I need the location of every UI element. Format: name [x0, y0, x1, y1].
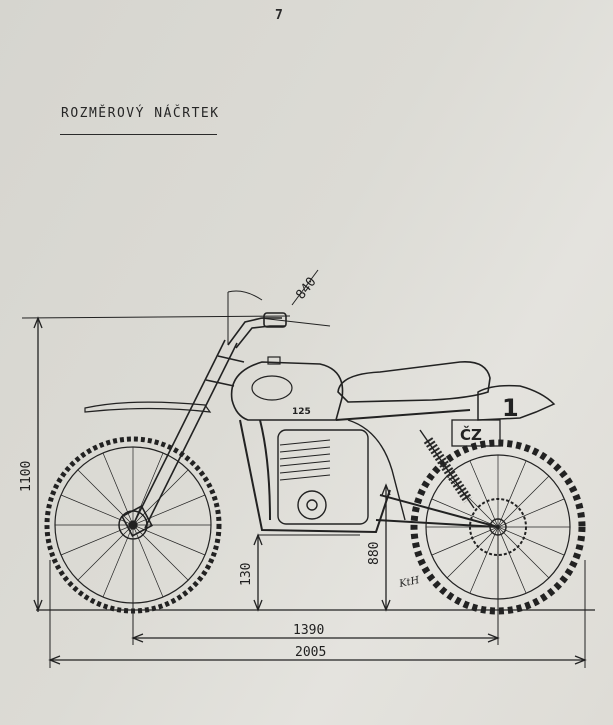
length-arrow-right: [574, 655, 587, 665]
tank-label: 125: [292, 407, 311, 417]
front-fender: [84, 401, 212, 413]
seat-height-label: 880: [367, 542, 382, 565]
document-title: ROZMĚROVÝ NÁČRTEK: [61, 106, 220, 121]
title-underline: [60, 134, 217, 135]
height-arrow-bottom: [33, 599, 43, 612]
wheelbase-arrow-right: [487, 633, 500, 643]
length-arrow-left: [48, 655, 61, 665]
wheelbase-label: 1390: [293, 623, 324, 638]
height-arrow-top: [33, 316, 43, 329]
front-fork: [121, 339, 245, 537]
overall-length-label: 2005: [295, 645, 326, 660]
wheelbase-arrow-left: [131, 633, 144, 643]
exhaust-pipe: [347, 419, 406, 521]
handlebar-reference-line: [259, 317, 331, 327]
side-number-panel: [451, 419, 501, 447]
side-panel-brand: ČZ: [460, 425, 482, 444]
page-number: 7: [275, 8, 283, 23]
rear-side-panel: [477, 384, 556, 421]
handlebar-dimension-line: [291, 269, 319, 306]
fuel-tank: [230, 356, 344, 421]
ground-clearance-label: 130: [239, 563, 254, 586]
clearance-arrow-bottom: [253, 599, 263, 612]
seat: [337, 361, 491, 403]
number-plate: 1: [502, 394, 519, 422]
frame: [239, 409, 499, 534]
engine: [277, 429, 369, 525]
seat-height-arrow-bottom: [381, 599, 391, 612]
rear-shock: [419, 429, 475, 509]
top-reference-line: [21, 315, 291, 319]
artist-signature: KtH: [397, 575, 420, 590]
overall-height-label: 1100: [19, 461, 34, 492]
handlebar: [227, 290, 287, 349]
